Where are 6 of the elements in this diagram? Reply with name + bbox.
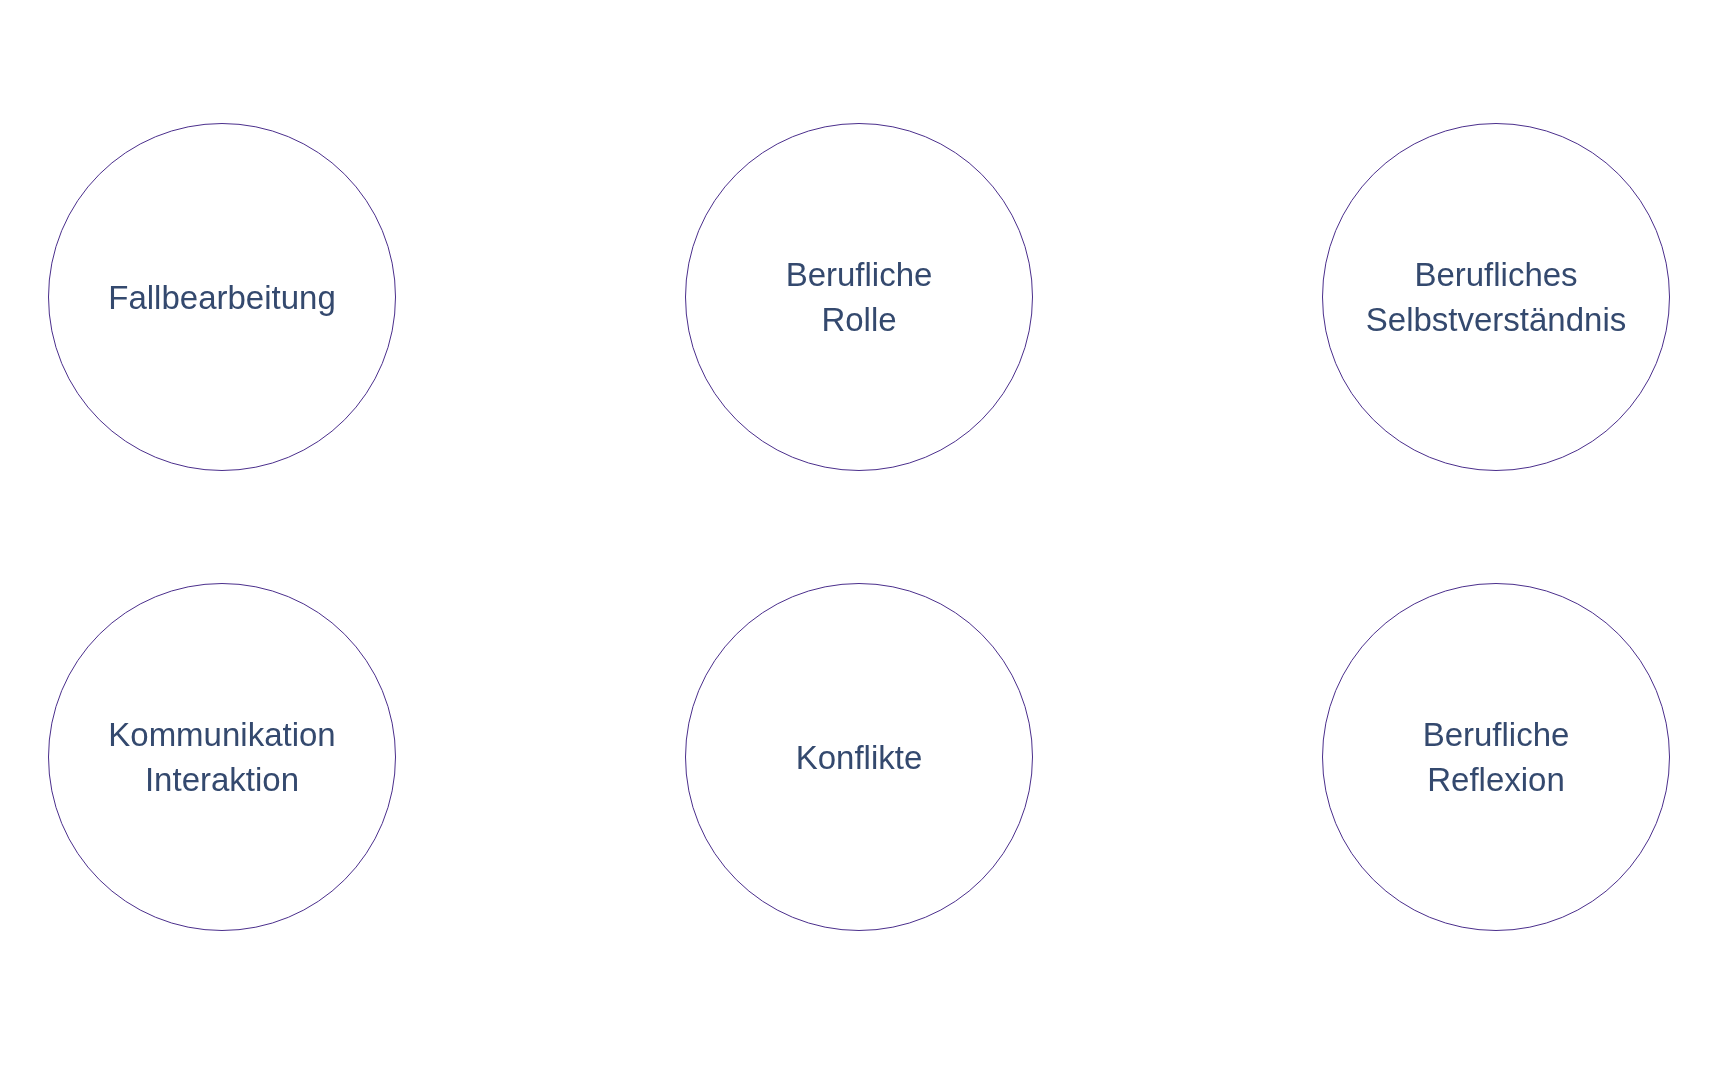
topic-label: Kommunikation Interaktion	[108, 715, 336, 800]
topic-label: Berufliche Rolle	[785, 255, 933, 340]
topic-label: Fallbearbeitung	[108, 277, 336, 318]
topic-label: Berufliches Selbstverständnis	[1365, 255, 1627, 340]
topic-label: Berufliche Reflexion	[1422, 715, 1570, 800]
topic-label: Konflikte	[795, 737, 923, 778]
